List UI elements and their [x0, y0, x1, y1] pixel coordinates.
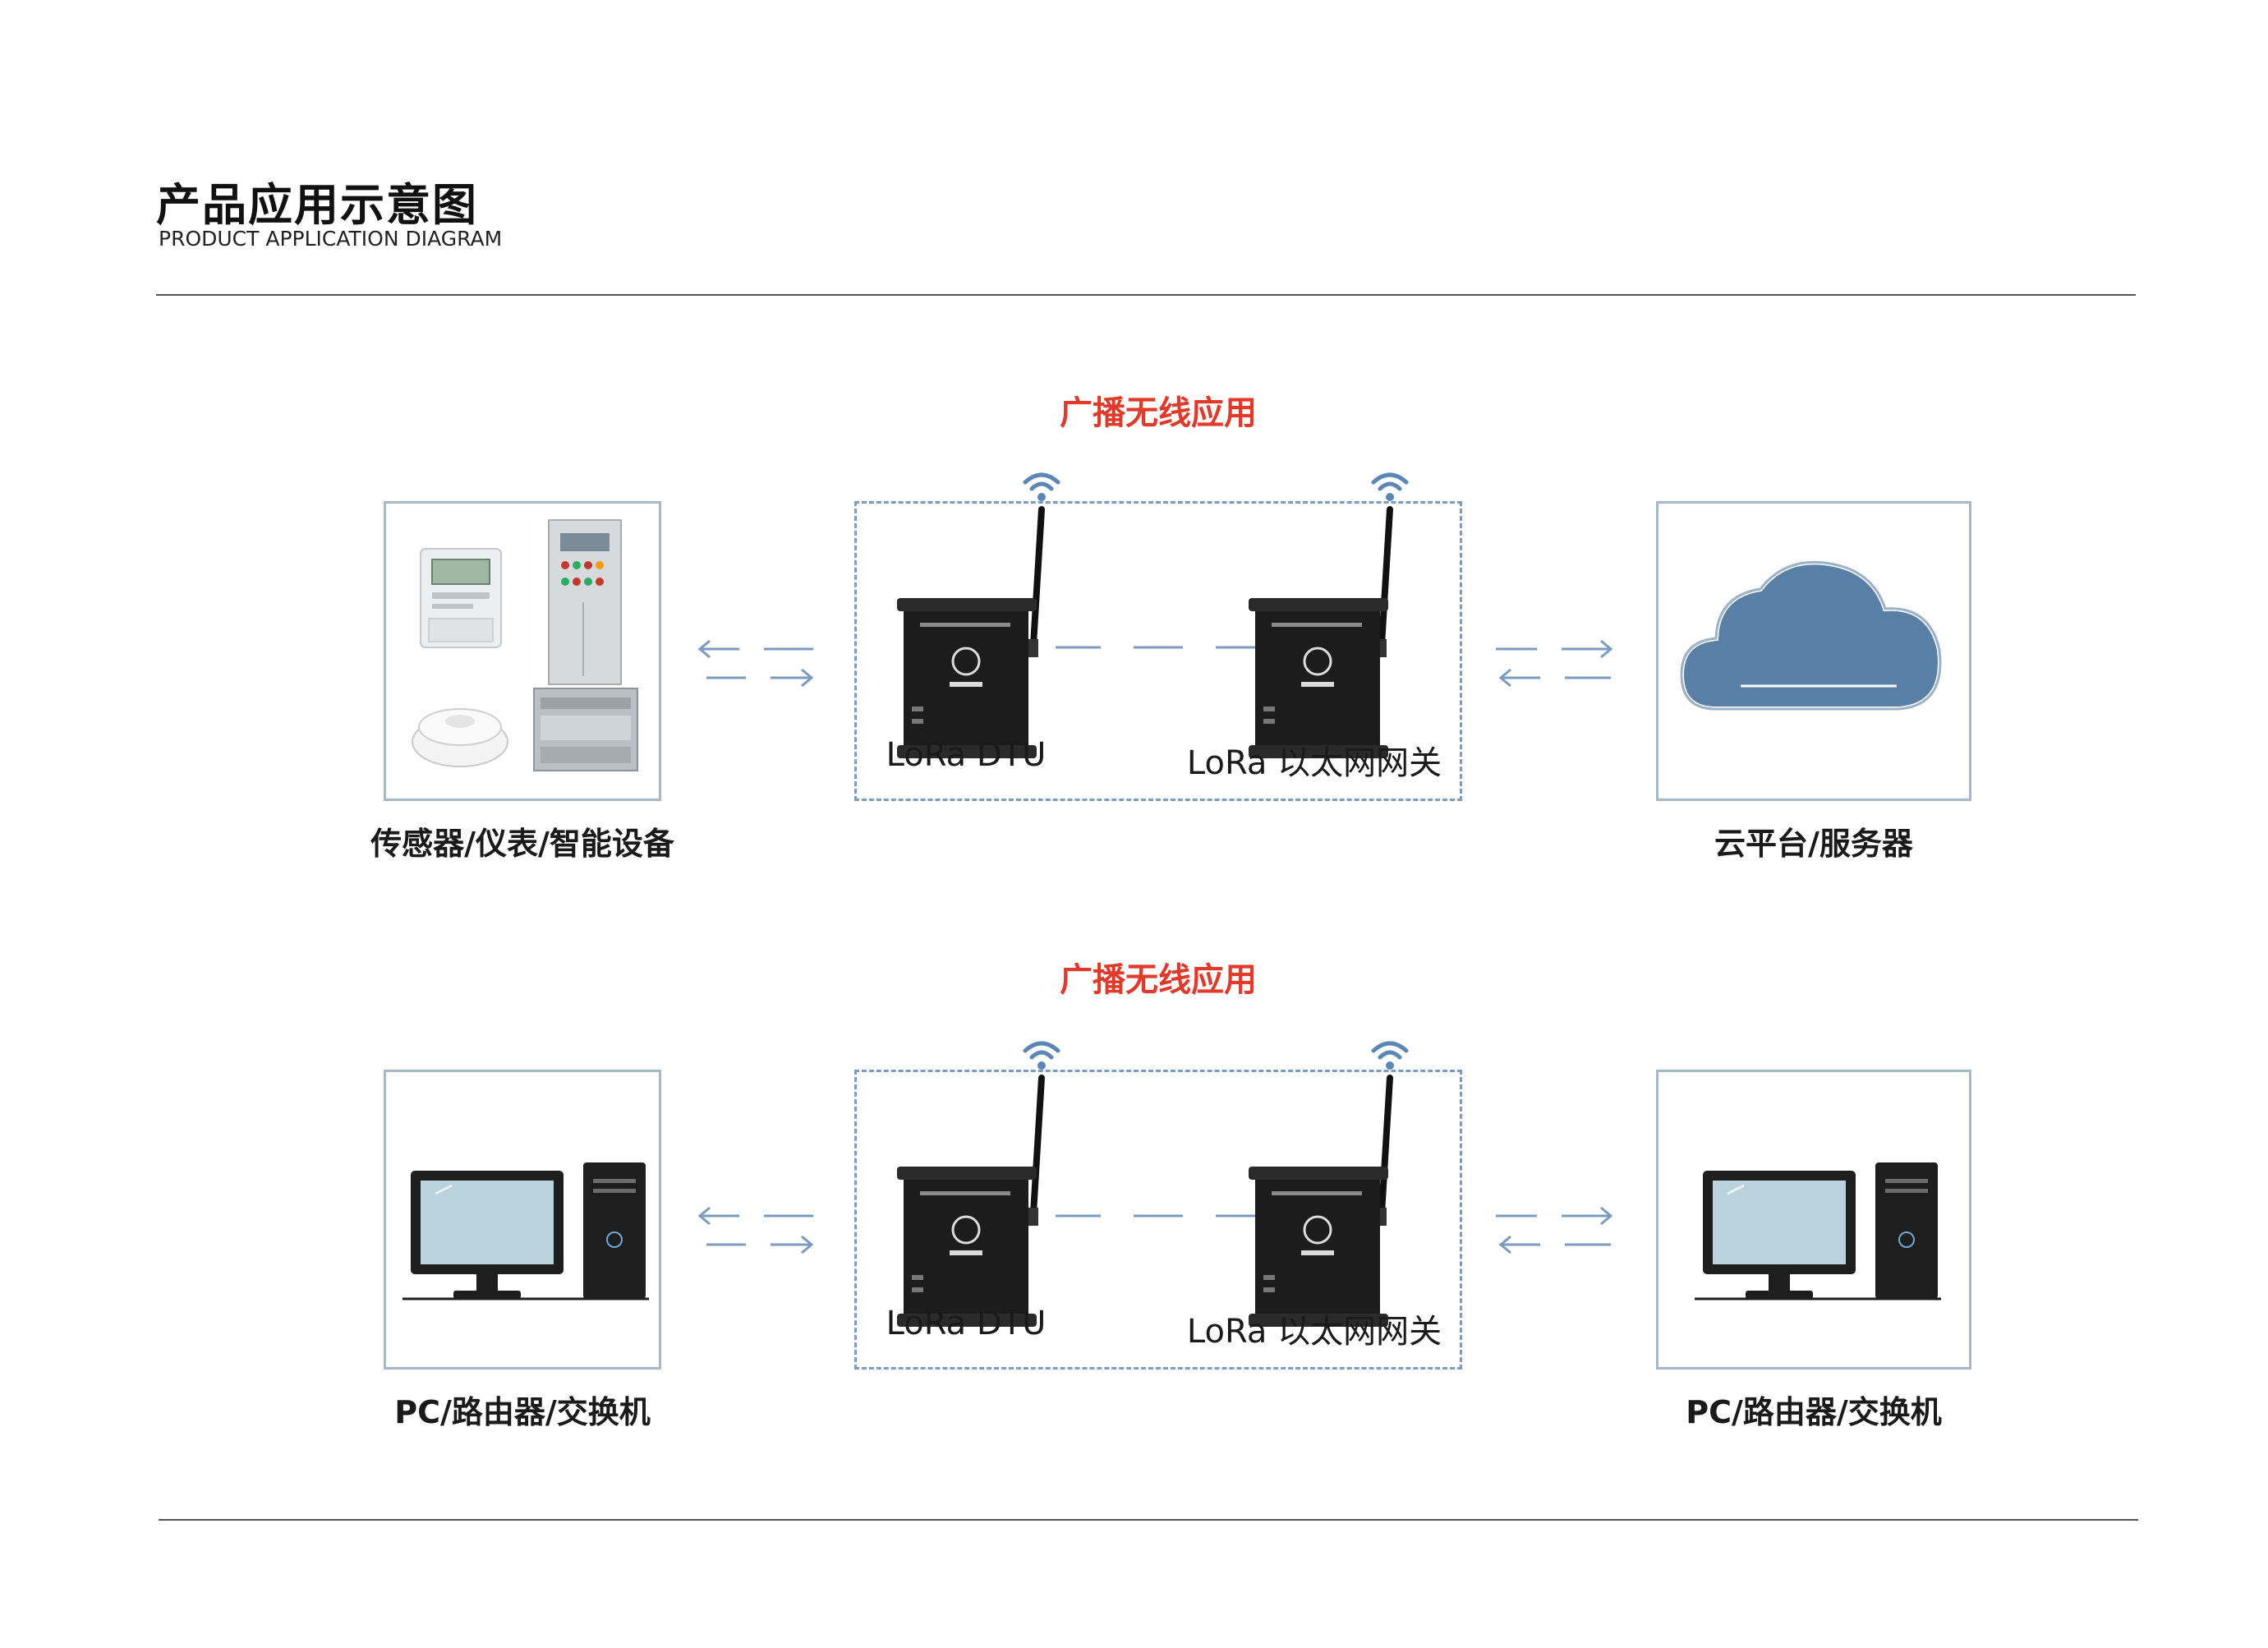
diagram2-left-caption: PC/路由器/交换机 [394, 1394, 651, 1430]
diagram1-left-arrows [697, 639, 814, 688]
sensor-devices-illustration [412, 519, 638, 771]
lora-dtu-device-icon [897, 472, 1060, 758]
diagram1-device-b-label: LoRa 以太网网关 [1186, 744, 1442, 782]
arrow-left-icon [697, 1206, 711, 1226]
wifi-icon [1371, 1041, 1409, 1070]
arrow-right-icon [801, 668, 814, 688]
diagram1-left-caption: 传感器/仪表/智能设备 [370, 826, 674, 862]
sensors-panel [384, 501, 661, 801]
smoke-detector-icon [412, 708, 508, 767]
diagram2-right-caption: PC/路由器/交换机 [1686, 1394, 1942, 1430]
diagram2-title: 广播无线应用 [1060, 961, 1257, 999]
diagram1-title: 广播无线应用 [1060, 394, 1257, 432]
arrow-right-icon [801, 1235, 814, 1254]
pc-panel-left [384, 1070, 661, 1369]
pc-computer-icon [403, 1162, 649, 1300]
header-divider [156, 294, 2136, 296]
page-title: 产品应用示意图 [156, 179, 478, 231]
lora-gateway-device-icon [1249, 472, 1409, 758]
cloud-panel [1656, 501, 1971, 801]
diagram1-device-a-label: LoRa DTU [886, 736, 1047, 774]
lora-gateway-device-icon [1249, 1041, 1409, 1327]
footer-divider [159, 1519, 2138, 1521]
energy-meter-icon [420, 548, 502, 648]
diagram1-right-caption: 云平台/服务器 [1714, 826, 1913, 862]
cloud-icon [1678, 559, 1943, 711]
diagram1-lora-group [854, 501, 1462, 801]
diagram2-lora-group [854, 1070, 1462, 1369]
plc-module-icon [533, 688, 638, 771]
wifi-icon [1371, 472, 1409, 501]
diagram2-right-arrows [1496, 1206, 1613, 1254]
arrow-left-icon [697, 639, 711, 659]
wifi-icon [1023, 1041, 1060, 1070]
arrow-left-icon [1498, 1235, 1511, 1254]
diagram2-devices [897, 1041, 1409, 1327]
diagram2-left-arrows [697, 1206, 814, 1254]
diagram1-right-arrows [1496, 639, 1613, 688]
arrow-right-icon [1600, 1206, 1613, 1226]
wifi-icon [1023, 472, 1060, 501]
diagram1-devices [897, 472, 1409, 758]
pc-computer-icon [1695, 1162, 1941, 1300]
arrow-right-icon [1600, 639, 1613, 659]
diagram2-device-b-label: LoRa 以太网网关 [1186, 1313, 1442, 1351]
pc-panel-right [1656, 1070, 1971, 1369]
page-subtitle: PRODUCT APPLICATION DIAGRAM [159, 227, 503, 251]
diagram2-device-a-label: LoRa DTU [886, 1305, 1047, 1342]
arrow-left-icon [1498, 668, 1511, 688]
lora-dtu-device-icon [897, 1041, 1060, 1327]
control-cabinet-icon [548, 519, 622, 685]
